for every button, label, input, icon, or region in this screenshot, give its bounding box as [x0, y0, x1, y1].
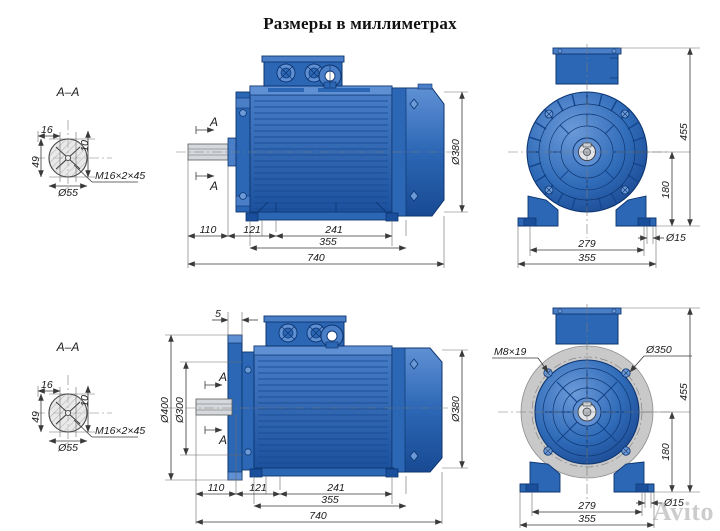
dim-d15-top: Ø15: [665, 232, 686, 244]
dim-d300-bottom: Ø300: [174, 397, 186, 424]
dim-16-top: 16: [41, 124, 53, 136]
section-mark-a-upper-bottom: A: [218, 370, 227, 384]
mounting-feet-bottom: [249, 467, 399, 478]
dim-740-bottom: 740: [309, 510, 327, 522]
dim-279-bottom: 279: [577, 500, 596, 512]
dim-355-front-bottom: 355: [578, 513, 596, 525]
dim-110-top: 110: [200, 224, 217, 236]
side-bolts-top: [239, 109, 247, 200]
lifting-eye-bottom: [320, 324, 344, 349]
motor-side-view-top: A A Ø380: [176, 55, 468, 222]
terminal-box-bottom: [263, 315, 347, 347]
page-title: Размеры в миллиметрах: [263, 14, 457, 33]
dim-d350-bottom: Ø350: [645, 344, 672, 356]
dim-front-bottom: M8×19 Ø350 455 180 Ø15: [492, 307, 700, 528]
section-aa-detail-bottom: 16 10 49 Ø55 M16×2×45 A–A: [30, 340, 145, 454]
dim-d55-top: Ø55: [57, 187, 78, 199]
top-drawing-group: 16 10 49 Ø55 M16×2×45 A–A: [30, 44, 700, 268]
watermark: Avito: [652, 497, 714, 526]
section-mark-a-upper-top: A: [209, 115, 218, 129]
dim-16-bottom: 16: [41, 379, 53, 391]
dim-thread-bottom: M16×2×45: [95, 425, 145, 437]
section-mark-a-lower-top: A: [209, 179, 218, 193]
section-label-aa-bottom: A–A: [56, 340, 80, 354]
dim-5-bottom: 5: [215, 308, 221, 320]
dim-49-top: 49: [30, 156, 42, 168]
dim-d380-top: Ø380: [450, 139, 462, 166]
section-marks-bottom: A A: [204, 370, 227, 447]
dim-180-top: 180: [660, 181, 672, 199]
side-bolts-bottom: [244, 366, 252, 456]
dim-121-bottom: 121: [249, 482, 267, 494]
dim-d15-bottom: Ø15: [663, 497, 684, 509]
dim-10-top: 10: [79, 140, 91, 152]
cowl-screws-top: [409, 98, 419, 202]
dim-740-top: 740: [307, 252, 325, 264]
dim-thread-top: M16×2×45: [95, 170, 145, 182]
section-label-aa-top: A–A: [56, 85, 80, 99]
front-feet-bottom: [519, 461, 655, 493]
dim-d400-bottom: Ø400: [159, 397, 171, 424]
dim-chain-top: 110 121 241 355 740: [187, 160, 445, 268]
dim-front-top: 455 180 Ø15 279 355: [517, 47, 700, 268]
dim-355-bottom: 355: [321, 494, 339, 506]
motor-front-view-top: [508, 44, 670, 238]
dim-121-top: 121: [243, 224, 261, 236]
dim-110-bottom: 110: [208, 482, 225, 494]
dim-10-bottom: 10: [79, 395, 91, 407]
dim-355-front-top: 355: [578, 252, 596, 264]
endbell-bolts-top: [544, 109, 630, 195]
section-aa-detail-top: 16 10 49 Ø55 M16×2×45 A–A: [30, 85, 145, 199]
section-marks-top: A A: [195, 115, 218, 193]
dim-d380-bottom: Ø380: [450, 396, 462, 423]
front-feet-top: [517, 195, 657, 227]
dim-49-bottom: 49: [30, 411, 42, 423]
lifting-eye-top: [318, 64, 342, 89]
dim-m8-19-bottom: M8×19: [494, 346, 527, 358]
section-mark-a-lower-bottom: A: [218, 433, 227, 447]
dim-455-bottom: 455: [678, 383, 690, 401]
motor-front-view-bottom: [498, 304, 672, 500]
dim-d55-bottom: Ø55: [57, 442, 78, 454]
cowl-screws-bottom: [409, 358, 419, 462]
dim-355-top: 355: [319, 236, 337, 248]
motor-side-view-bottom: A A Ø400 Ø300 5: [159, 308, 468, 481]
dim-180-bottom: 180: [660, 443, 672, 461]
dim-241-top: 241: [324, 224, 343, 236]
dim-455-top: 455: [678, 123, 690, 141]
dim-279-top: 279: [577, 238, 596, 250]
bottom-drawing-group: 16 10 49 Ø55 M16×2×45 A–A: [30, 304, 700, 528]
dim-241-bottom: 241: [326, 482, 345, 494]
dim-chain-bottom: 110 121 241 355 740: [195, 415, 443, 525]
